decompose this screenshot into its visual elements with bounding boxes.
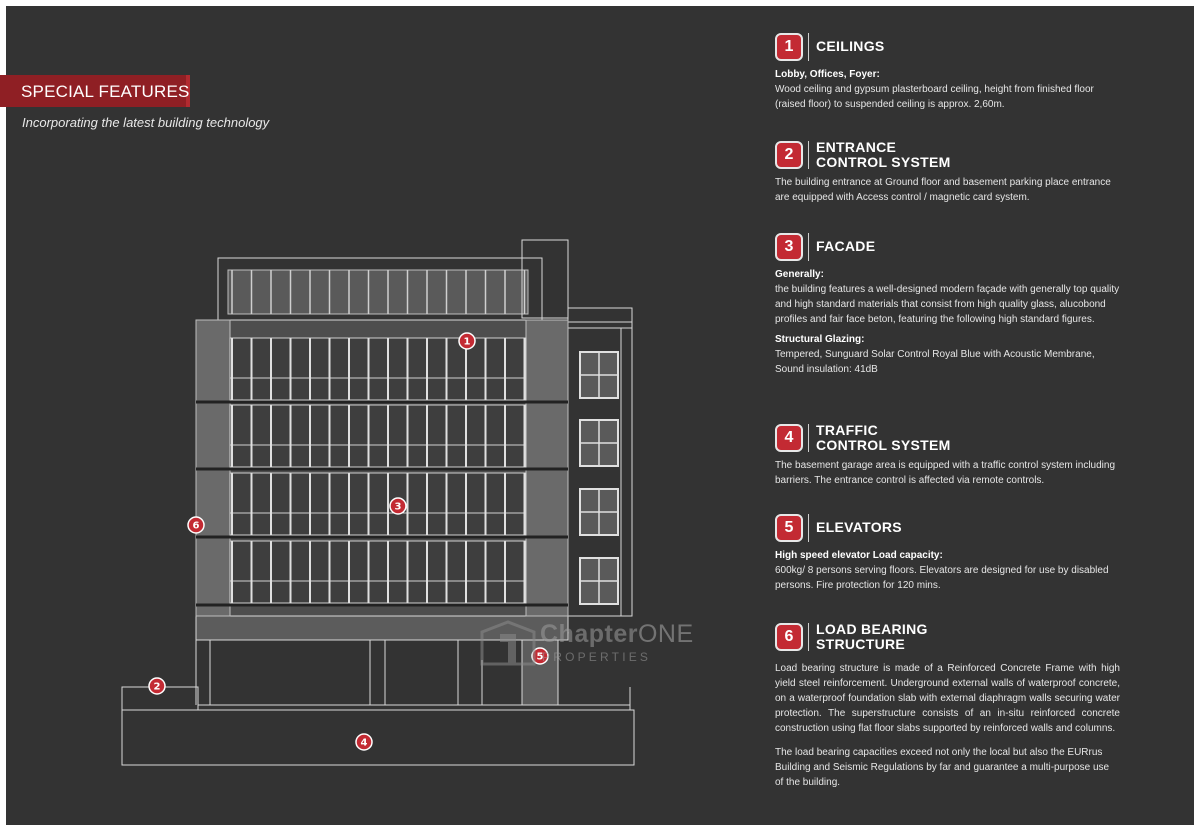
svg-text:3: 3 [395,502,402,513]
feature-number-badge: 4 [775,424,803,452]
feature-subheading-2: Structural Glazing: [775,334,865,345]
service-tower [521,239,569,319]
separator [808,514,809,542]
feature-text: Wood ceiling and gypsum plasterboard cei… [775,84,1094,110]
feature-text: The building entrance at Ground floor an… [775,177,1111,203]
feature-ceilings: 1 CEILINGS Lobby, Offices, Foyer: Wood c… [775,33,1120,112]
watermark-wordmark: ChapterONE [540,620,694,648]
facade-floors [195,270,569,617]
building-svg: 1 2 3 4 5 6 [121,239,635,766]
feature-markers: 1 2 3 4 5 6 [148,332,549,751]
svg-text:5: 5 [537,652,544,663]
svg-text:4: 4 [361,738,368,749]
watermark-tagline: PROPERTIES [542,650,652,664]
feature-text: Load bearing structure is made of a Rein… [775,663,1120,734]
feature-subheading: High speed elevator Load capacity: [775,550,943,561]
feature-marker-6: 6 [187,516,205,534]
feature-marker-5: 5 [531,647,549,665]
feature-title: ELEVATORS [816,519,902,535]
separator [808,141,809,169]
feature-title: CEILINGS [816,38,885,54]
feature-number-badge: 6 [775,623,803,651]
company-watermark: ChapterONE PROPERTIES [478,620,738,670]
feature-elevators: 5 ELEVATORS High speed elevator Load cap… [775,514,1120,593]
feature-marker-1: 1 [458,332,476,350]
basement-outline [121,709,635,766]
feature-subheading: Lobby, Offices, Foyer: [775,69,880,80]
separator [808,233,809,261]
feature-title: FACADE [816,238,876,254]
feature-facade: 3 FACADE Generally: the building feature… [775,233,1120,377]
chapter-one-logo-icon [480,620,536,666]
feature-number-badge: 3 [775,233,803,261]
section-subtitle: Incorporating the latest building techno… [22,115,270,130]
separator [808,424,809,452]
feature-text-2: The load bearing capacities exceed not o… [775,747,1110,788]
feature-text: 600kg/ 8 persons serving floors. Elevato… [775,565,1109,591]
feature-text: The basement garage area is equipped wit… [775,460,1116,486]
svg-text:2: 2 [154,682,161,693]
feature-marker-2: 2 [148,677,166,695]
separator [808,33,809,61]
side-windows [579,351,619,605]
feature-number-badge: 5 [775,514,803,542]
feature-number-badge: 1 [775,33,803,61]
feature-subheading: Generally: [775,269,824,280]
svg-text:1: 1 [464,337,471,348]
svg-text:6: 6 [193,521,200,532]
feature-marker-4: 4 [355,733,373,751]
feature-text: the building features a well-designed mo… [775,284,1120,325]
feature-marker-3: 3 [389,497,407,515]
separator [808,623,809,651]
feature-text-2: Tempered, Sunguard Solar Control Royal B… [775,349,1095,375]
building-elevation-drawing: 1 2 3 4 5 6 [121,239,635,766]
section-ribbon [0,75,190,107]
section-title: SPECIAL FEATURES [21,82,190,101]
feature-number-badge: 2 [775,141,803,169]
